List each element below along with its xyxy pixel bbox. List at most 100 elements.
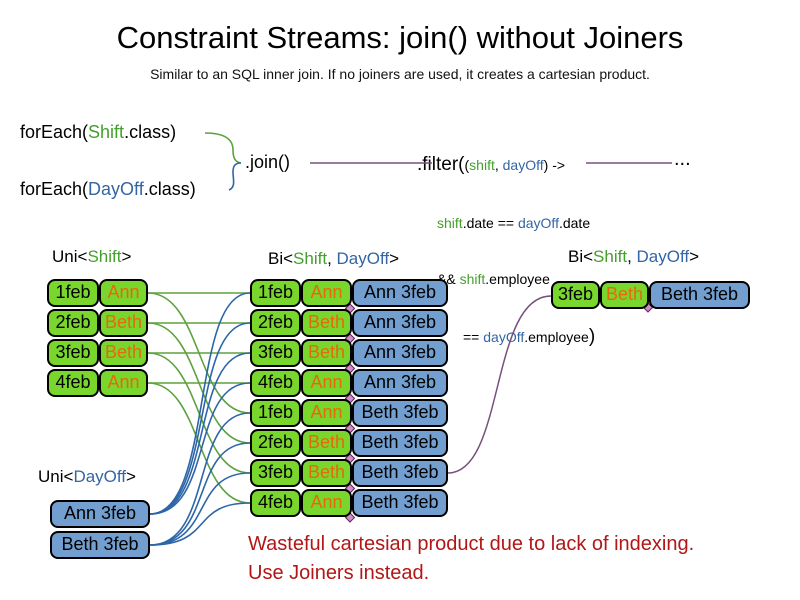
warning-line-1: Wasteful cartesian product due to lack o… — [248, 533, 695, 555]
product-row: 1feb Ann Beth 3feb — [250, 399, 448, 427]
header-text: Uni< — [38, 467, 74, 486]
shift-employee-cell: Ann — [301, 399, 352, 427]
code-ellipsis: ... — [674, 148, 691, 170]
shift-date-cell: 4feb — [47, 369, 99, 397]
code-text: .employee — [524, 329, 589, 345]
dayoff-cell: Ann 3feb — [50, 500, 150, 528]
code-text: ( — [464, 157, 470, 173]
shift-row: 1feb Ann — [47, 279, 148, 307]
shift-date-cell: 4feb — [250, 369, 301, 397]
dayoff-cell: Beth 3feb — [352, 489, 448, 517]
shift-date-cell: 2feb — [250, 429, 301, 457]
shift-date-cell: 3feb — [47, 339, 99, 367]
shift-arg-token: shift — [459, 271, 486, 287]
header-text: Bi< — [568, 247, 594, 266]
header-text: > — [121, 247, 132, 266]
dayoff-type-token: DayOff — [336, 249, 390, 268]
shift-arg-token: shift — [437, 215, 463, 231]
result-row: 3feb Beth Beth 3feb — [551, 281, 750, 309]
code-text: , — [494, 157, 503, 173]
dayoff-cell: Ann 3feb — [352, 279, 448, 307]
header-text: , — [627, 247, 637, 266]
shift-class-token: Shift — [88, 122, 125, 142]
header-text: Uni< — [52, 247, 88, 266]
code-text: .class) — [143, 179, 196, 199]
shift-employee-cell: Ann — [301, 369, 352, 397]
shift-employee-cell: Ann — [301, 279, 352, 307]
dayoff-arg-token: dayOff — [483, 329, 525, 345]
join-brace-blue — [228, 162, 242, 191]
bi-result-header: Bi<Shift, DayOff> — [568, 247, 699, 267]
product-row: 2feb Beth Ann 3feb — [250, 309, 448, 337]
page-title: Constraint Streams: join() without Joine… — [116, 20, 684, 55]
dayoff-cell: Beth 3feb — [649, 281, 750, 309]
product-row: 3feb Beth Ann 3feb — [250, 339, 448, 367]
shift-employee-cell: Ann — [99, 279, 148, 307]
dayoff-cell: Beth 3feb — [50, 531, 150, 559]
warning-text: Wasteful cartesian product due to lack o… — [248, 530, 694, 588]
code-text: .date == — [462, 215, 518, 231]
dayoff-cell: Ann 3feb — [352, 339, 448, 367]
dayoff-cell: Beth 3feb — [352, 429, 448, 457]
shift-date-cell: 3feb — [250, 459, 301, 487]
shift-date-cell: 1feb — [250, 279, 301, 307]
code-foreach-dayoff: forEach(DayOff.class) — [20, 179, 196, 200]
shift-employee-cell: Beth — [301, 429, 352, 457]
shift-date-cell: 2feb — [250, 309, 301, 337]
shift-type-token: Shift — [87, 247, 122, 266]
warning-line-2: Use Joiners instead. — [248, 562, 430, 584]
code-text: forEach( — [20, 122, 89, 142]
header-text: > — [126, 467, 136, 486]
dayoff-cell: Ann 3feb — [352, 369, 448, 397]
shift-type-token: Shift — [593, 247, 628, 266]
code-text: .filter( — [417, 154, 465, 175]
dayoff-cell: Beth 3feb — [352, 399, 448, 427]
shift-date-cell: 3feb — [250, 339, 301, 367]
dayoff-type-token: DayOff — [636, 247, 690, 266]
product-row: 4feb Ann Beth 3feb — [250, 489, 448, 517]
shift-date-cell: 2feb — [47, 309, 99, 337]
shift-row: 2feb Beth — [47, 309, 148, 337]
shift-row: 4feb Ann — [47, 369, 148, 397]
shift-employee-cell: Beth — [301, 309, 352, 337]
product-row: 4feb Ann Ann 3feb — [250, 369, 448, 397]
header-text: , — [327, 249, 337, 268]
filter-line-2: shift.date == dayOff.date — [417, 213, 595, 233]
shift-employee-cell: Beth — [301, 459, 352, 487]
header-text: > — [689, 247, 700, 266]
dayoff-arg-token: dayOff — [517, 215, 559, 231]
shift-date-cell: 1feb — [250, 399, 301, 427]
shift-employee-cell: Beth — [99, 309, 148, 337]
product-row: 3feb Beth Beth 3feb — [250, 459, 448, 487]
header-text: > — [389, 249, 400, 268]
shift-employee-cell: Ann — [99, 369, 148, 397]
code-foreach-shift: forEach(Shift.class) — [20, 122, 176, 143]
shift-employee-cell: Beth — [600, 281, 649, 309]
code-text: .employee — [485, 271, 550, 287]
code-text: ) -> — [543, 157, 566, 173]
shift-row: 3feb Beth — [47, 339, 148, 367]
dayoff-cell: Ann 3feb — [352, 309, 448, 337]
dayoff-type-token: DayOff — [73, 467, 127, 486]
code-text: .date — [558, 215, 591, 231]
filter-line-1: .filter((shift, dayOff) -> — [417, 153, 595, 177]
page-subtitle: Similar to an SQL inner join. If no join… — [150, 66, 650, 82]
product-row: 1feb Ann Ann 3feb — [250, 279, 448, 307]
shift-employee-cell: Ann — [301, 489, 352, 517]
dayoff-class-token: DayOff — [88, 179, 144, 199]
code-text: == — [463, 329, 484, 345]
code-text: ) — [588, 326, 596, 347]
shift-type-token: Shift — [293, 249, 328, 268]
shift-date-cell: 4feb — [250, 489, 301, 517]
code-join: .join() — [245, 152, 291, 172]
dayoff-to-product-connectors — [149, 292, 251, 546]
filter-line-3: && shift.employee — [417, 269, 595, 289]
dayoff-cell: Beth 3feb — [352, 459, 448, 487]
dayoff-row: Ann 3feb — [50, 500, 150, 528]
header-text: Bi< — [268, 249, 294, 268]
shift-employee-cell: Beth — [99, 339, 148, 367]
shift-to-product-connectors — [147, 292, 251, 504]
shift-arg-token: shift — [469, 157, 495, 173]
uni-dayoff-header: Uni<DayOff> — [38, 467, 136, 487]
